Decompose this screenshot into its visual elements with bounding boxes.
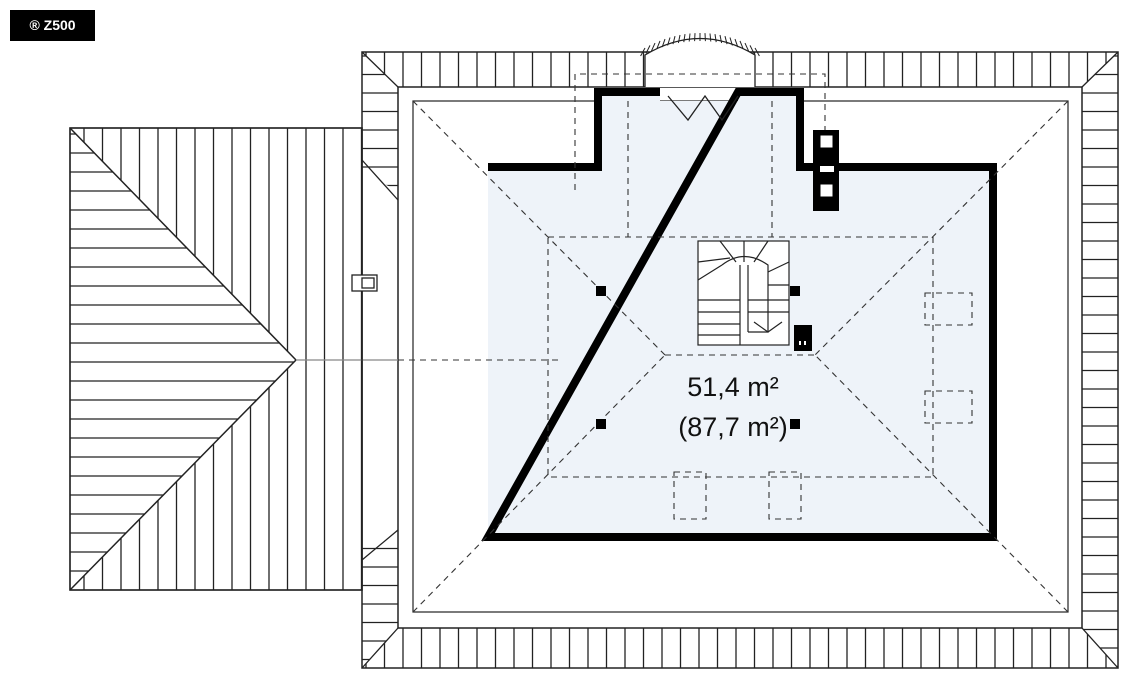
tile-line (749, 45, 755, 54)
tile-line (754, 47, 760, 57)
post (790, 286, 800, 296)
tile-line (719, 34, 723, 44)
post (596, 419, 606, 429)
tile-line (744, 42, 750, 52)
net-area-label: 51,4 m² (687, 372, 779, 402)
staircase (697, 240, 790, 346)
tile-line (683, 34, 686, 43)
wing-chimney (351, 274, 378, 292)
tile-line (729, 37, 733, 46)
tile-line (650, 42, 656, 52)
tile-line (734, 38, 739, 48)
tile-line (672, 35, 676, 45)
roof-tiles-bottom (365, 628, 1107, 668)
tile-line (709, 33, 712, 42)
roof-posts (596, 286, 800, 429)
tile-line (677, 34, 681, 44)
exterior-walls (481, 88, 997, 541)
project-code-badge: ® Z500 (10, 10, 95, 41)
balcony-door (667, 94, 739, 122)
tile-line (714, 34, 717, 43)
tile-line (688, 33, 691, 42)
dormer-arch (640, 33, 760, 87)
roof-tiles-left-bottom (362, 530, 398, 661)
left-wing-roof (69, 127, 399, 591)
tile-line (656, 40, 661, 50)
vent-box (794, 325, 812, 351)
tile-line (739, 40, 744, 50)
tile-line (724, 35, 728, 45)
tile-line (661, 38, 666, 48)
tile-line (667, 37, 671, 46)
roof-tiles-top (365, 52, 1107, 87)
post (790, 419, 800, 429)
tile-line (645, 45, 651, 54)
post (596, 286, 606, 296)
roof-hip-lines (398, 73, 1069, 613)
tile-line (640, 47, 646, 57)
gross-area-label: (87,7 m²) (678, 412, 788, 442)
chimney (813, 130, 839, 211)
